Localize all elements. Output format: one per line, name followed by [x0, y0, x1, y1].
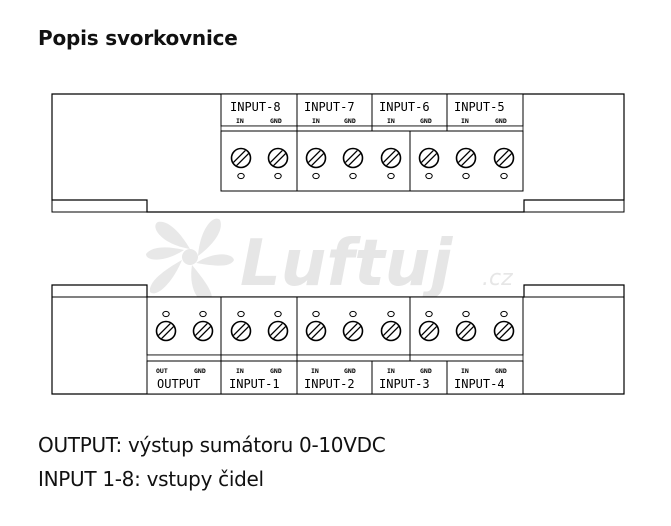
screw-terminal-icon [380, 310, 402, 342]
bottom-pin-label: GND [270, 367, 282, 375]
screw-terminal-icon [455, 147, 477, 180]
right-notch-top [524, 200, 625, 213]
screw-terminal-icon [418, 310, 440, 342]
fan-logo-icon [146, 218, 234, 303]
top-pin-label: GND [420, 117, 432, 125]
bottom-group-label-input-4: INPUT-4 [454, 377, 505, 391]
right-notch-bottom [524, 285, 625, 298]
screw-terminal-icon [305, 147, 327, 180]
page-title: Popis svorkovnice [38, 26, 238, 50]
top-pin-label: IN [312, 117, 320, 125]
left-notch-top [51, 200, 147, 213]
description-output: OUTPUT: výstup sumátoru 0-10VDC [38, 433, 386, 457]
screw-terminal-icon [267, 310, 289, 342]
screw-terminal-icon [192, 310, 214, 342]
bottom-pin-label: GND [495, 367, 507, 375]
bottom-group-label-input-2: INPUT-2 [304, 377, 355, 391]
top-pin-label: IN [387, 117, 395, 125]
top-pin-label: GND [344, 117, 356, 125]
screw-terminal-icon [418, 147, 440, 180]
screw-terminal-icon [493, 147, 515, 180]
top-terminal-strip: INPUT-8 IN GND INPUT-7 IN GND INPUT-6 IN… [220, 93, 524, 192]
bottom-group-label-output: OUTPUT [157, 377, 200, 391]
watermark-brand: Luftuj [240, 227, 453, 301]
screw-terminal-icon [493, 310, 515, 342]
screw-terminal-icon [455, 310, 477, 342]
screw-terminal-icon [305, 310, 327, 342]
top-pin-label: IN [461, 117, 469, 125]
bottom-group-label-input-1: INPUT-1 [229, 377, 280, 391]
screw-terminal-icon [342, 310, 364, 342]
screw-terminal-icon [380, 147, 402, 180]
bottom-pin-label: GND [194, 367, 206, 375]
bottom-pin-label: GND [420, 367, 432, 375]
bottom-pin-label: GND [344, 367, 356, 375]
watermark: Luftuj .cz [146, 218, 513, 303]
top-group-label-input-5: INPUT-5 [454, 100, 505, 114]
left-notch-bottom [51, 285, 147, 298]
bottom-pin-label: OUT [156, 367, 168, 375]
bottom-pin-label: IN [236, 367, 244, 375]
screw-terminal-icon [267, 147, 289, 180]
top-pin-label: IN [236, 117, 244, 125]
screw-terminal-icon [155, 310, 177, 342]
top-pin-label: GND [495, 117, 507, 125]
bottom-pin-label: IN [387, 367, 395, 375]
watermark-suffix: .cz [482, 266, 513, 291]
bottom-pin-label: IN [311, 367, 319, 375]
screw-terminal-icon [230, 147, 252, 180]
bottom-terminal-strip: OUT GND OUTPUT IN GND INPUT-1 IN GND INP… [146, 296, 524, 395]
screw-terminal-icon [342, 147, 364, 180]
bottom-group-label-input-3: INPUT-3 [379, 377, 430, 391]
bottom-pin-label: IN [461, 367, 469, 375]
top-pin-label: GND [270, 117, 282, 125]
top-group-label-input-6: INPUT-6 [379, 100, 430, 114]
top-group-label-input-7: INPUT-7 [304, 100, 355, 114]
description-inputs: INPUT 1-8: vstupy čidel [38, 467, 264, 491]
screw-terminal-icon [230, 310, 252, 342]
top-group-label-input-8: INPUT-8 [230, 100, 281, 114]
